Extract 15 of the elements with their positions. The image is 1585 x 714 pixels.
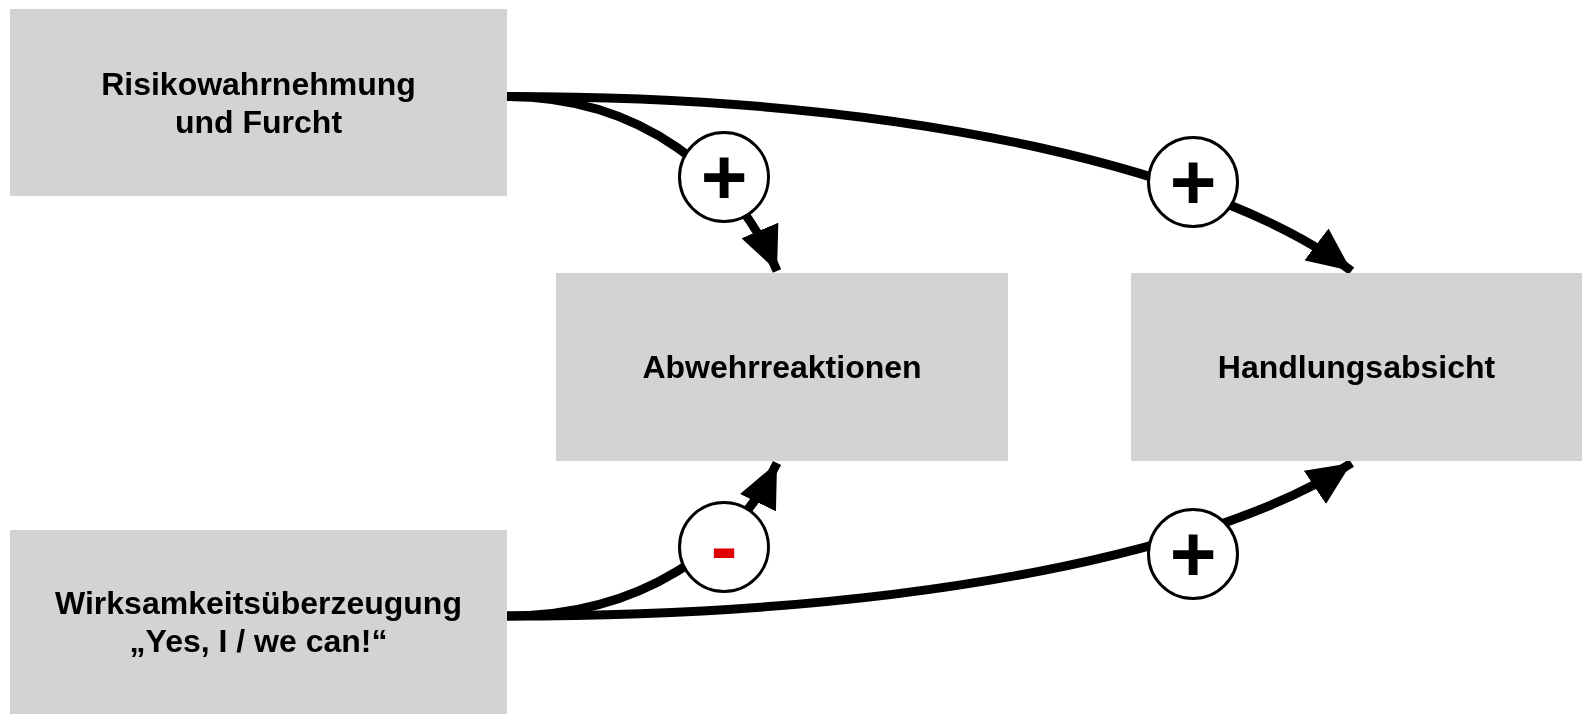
box-label: Handlungsabsicht: [1217, 348, 1496, 386]
box-label: Wirksamkeitsüberzeugung: [55, 584, 462, 622]
edge-label: +: [1147, 508, 1239, 600]
concept-box: [556, 273, 1008, 461]
concept-box: [10, 9, 507, 196]
box-label: „Yes, I / we can!“: [129, 622, 388, 660]
box-label: Risikowahrnehmung und Furcht: [100, 64, 417, 141]
concept-box: [1131, 273, 1582, 461]
edge-label: -: [678, 501, 770, 593]
box-label: Abwehrreaktionen: [642, 348, 922, 386]
edge-label: +: [1147, 136, 1239, 228]
arrow: [506, 92, 1354, 275]
edge-label: +: [678, 131, 770, 223]
concept-box: [10, 530, 507, 714]
arrow: [506, 459, 1354, 621]
